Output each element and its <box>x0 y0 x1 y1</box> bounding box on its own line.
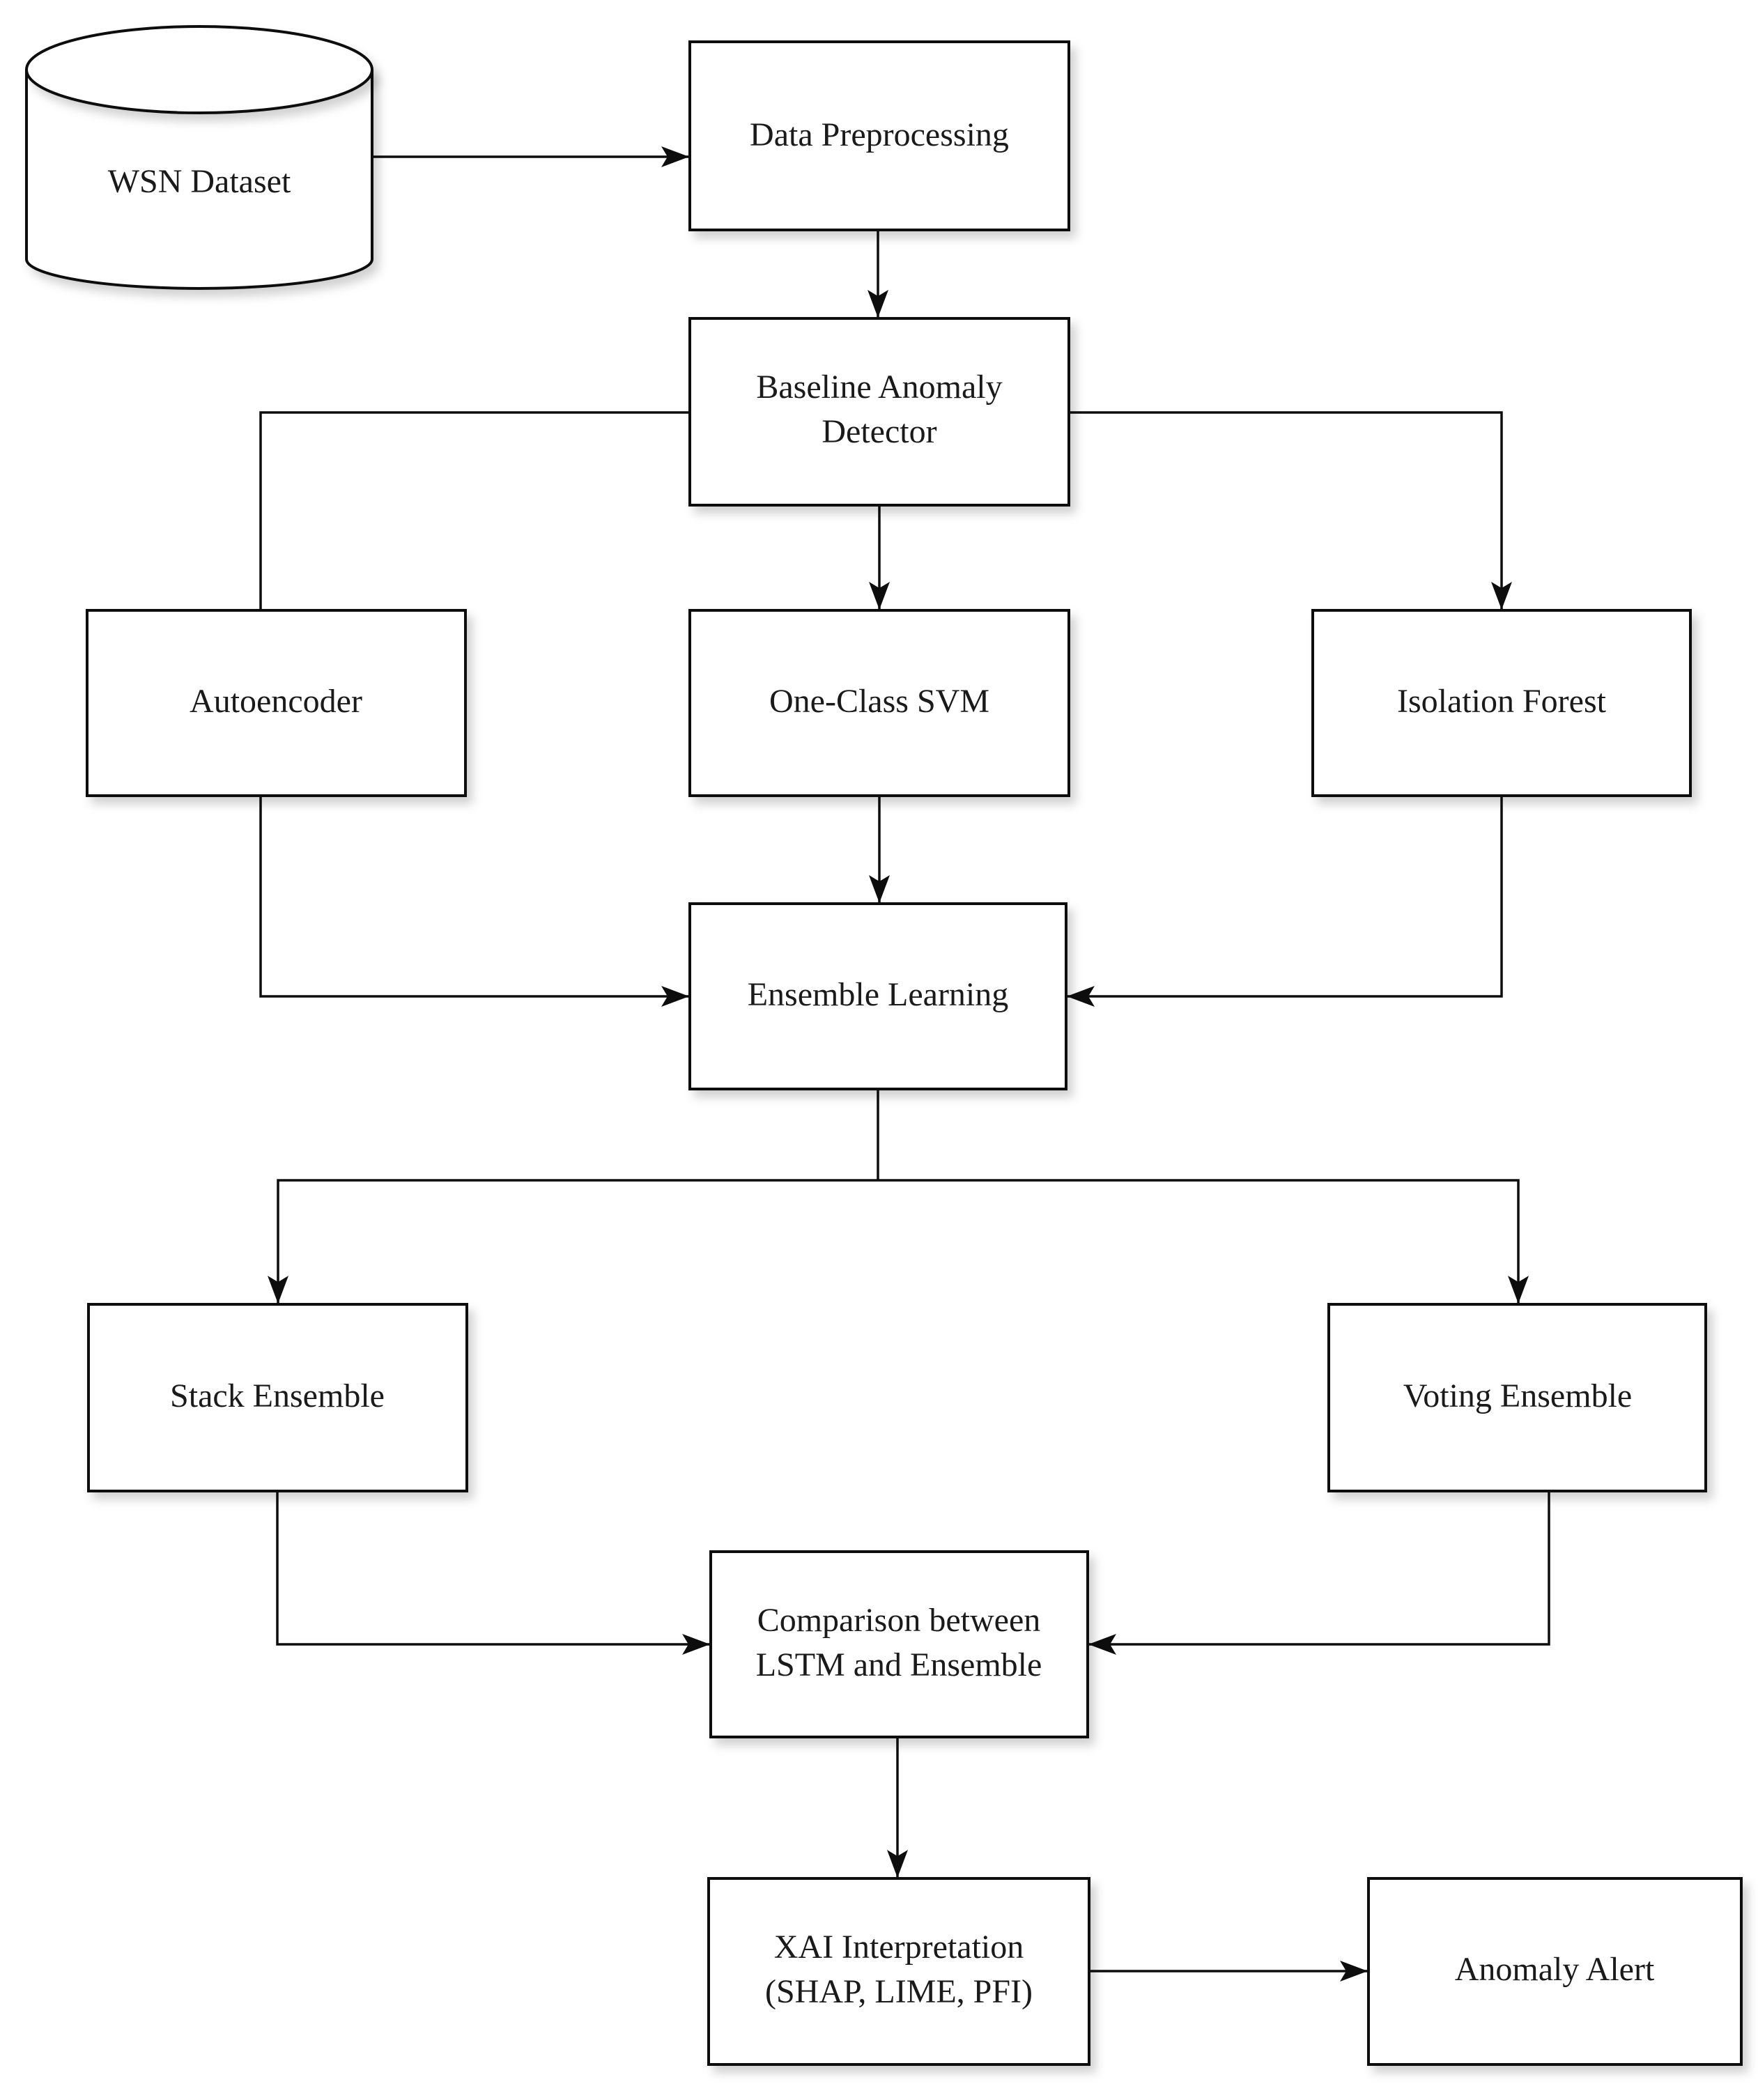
rect-shape <box>707 1877 1090 2066</box>
node-one-class-svm: One-Class SVM <box>688 609 1070 797</box>
rect-shape <box>688 902 1067 1090</box>
node-label: One-Class SVM <box>769 683 989 720</box>
edge-ensemble-learning-to-voting-ensemble <box>878 1179 1529 1304</box>
node-xai-interpretation: XAI Interpretation (SHAP, LIME, PFI) <box>707 1877 1090 2066</box>
node-label: Autoencoder <box>190 683 362 720</box>
node-baseline-anomaly-detector: Baseline Anomaly Detector <box>688 317 1070 507</box>
edge-isolation-forest-to-ensemble-learning <box>1067 796 1503 1007</box>
node-stack-ensemble: Stack Ensemble <box>87 1303 468 1492</box>
rect-shape <box>87 1303 468 1492</box>
edge-autoencoder-to-ensemble-learning <box>259 796 689 1007</box>
node-label: WSN Dataset <box>108 163 291 200</box>
node-label-line1: Baseline Anomaly <box>756 369 1002 406</box>
rect-shape <box>86 609 467 797</box>
cylinder-shape <box>25 70 373 290</box>
node-isolation-forest: Isolation Forest <box>1311 609 1692 797</box>
edge-layer <box>259 146 1550 1982</box>
node-label: Ensemble Learning <box>748 976 1009 1013</box>
rect-shape <box>688 40 1070 231</box>
node-data-preprocessing: Data Preprocessing <box>688 40 1070 231</box>
node-label: Isolation Forest <box>1397 683 1607 720</box>
node-voting-ensemble: Voting Ensemble <box>1327 1303 1707 1492</box>
node-autoencoder: Autoencoder <box>86 609 467 797</box>
edge-voting-ensemble-to-comparison <box>1088 1491 1550 1655</box>
edge-ensemble-learning-to-stack-ensemble <box>268 1179 878 1304</box>
node-comparison: Comparison between LSTM and Ensemble <box>709 1550 1089 1738</box>
node-anomaly-alert: Anomaly Alert <box>1367 1877 1743 2066</box>
node-label-line2: (SHAP, LIME, PFI) <box>765 1973 1033 2010</box>
node-label: Voting Ensemble <box>1403 1377 1632 1414</box>
node-label-line1: XAI Interpretation <box>774 1929 1024 1966</box>
node-label: Anomaly Alert <box>1455 1951 1655 1988</box>
rect-shape <box>688 609 1070 797</box>
node-label-line2: LSTM and Ensemble <box>756 1646 1042 1683</box>
node-label: Stack Ensemble <box>170 1377 385 1414</box>
rect-shape <box>1327 1303 1707 1492</box>
node-layer: WSN Dataset Data Preprocessing Baseline … <box>25 25 1743 2066</box>
cylinder-top-ellipse <box>25 25 373 114</box>
rect-shape <box>1311 609 1692 797</box>
rect-shape <box>1367 1877 1743 2066</box>
rect-shape <box>688 317 1070 507</box>
node-wsn-dataset: WSN Dataset <box>25 25 373 290</box>
edge-baseline-anomaly-detector-to-autoencoder <box>259 411 690 610</box>
edge-stack-ensemble-to-comparison <box>276 1491 710 1655</box>
edge-baseline-anomaly-detector-to-isolation-forest <box>1069 411 1512 610</box>
rect-shape <box>709 1550 1089 1738</box>
node-label-line1: Comparison between <box>757 1602 1041 1639</box>
node-ensemble-learning: Ensemble Learning <box>688 902 1067 1090</box>
node-label: Data Preprocessing <box>750 116 1009 153</box>
node-label-line2: Detector <box>822 413 936 450</box>
